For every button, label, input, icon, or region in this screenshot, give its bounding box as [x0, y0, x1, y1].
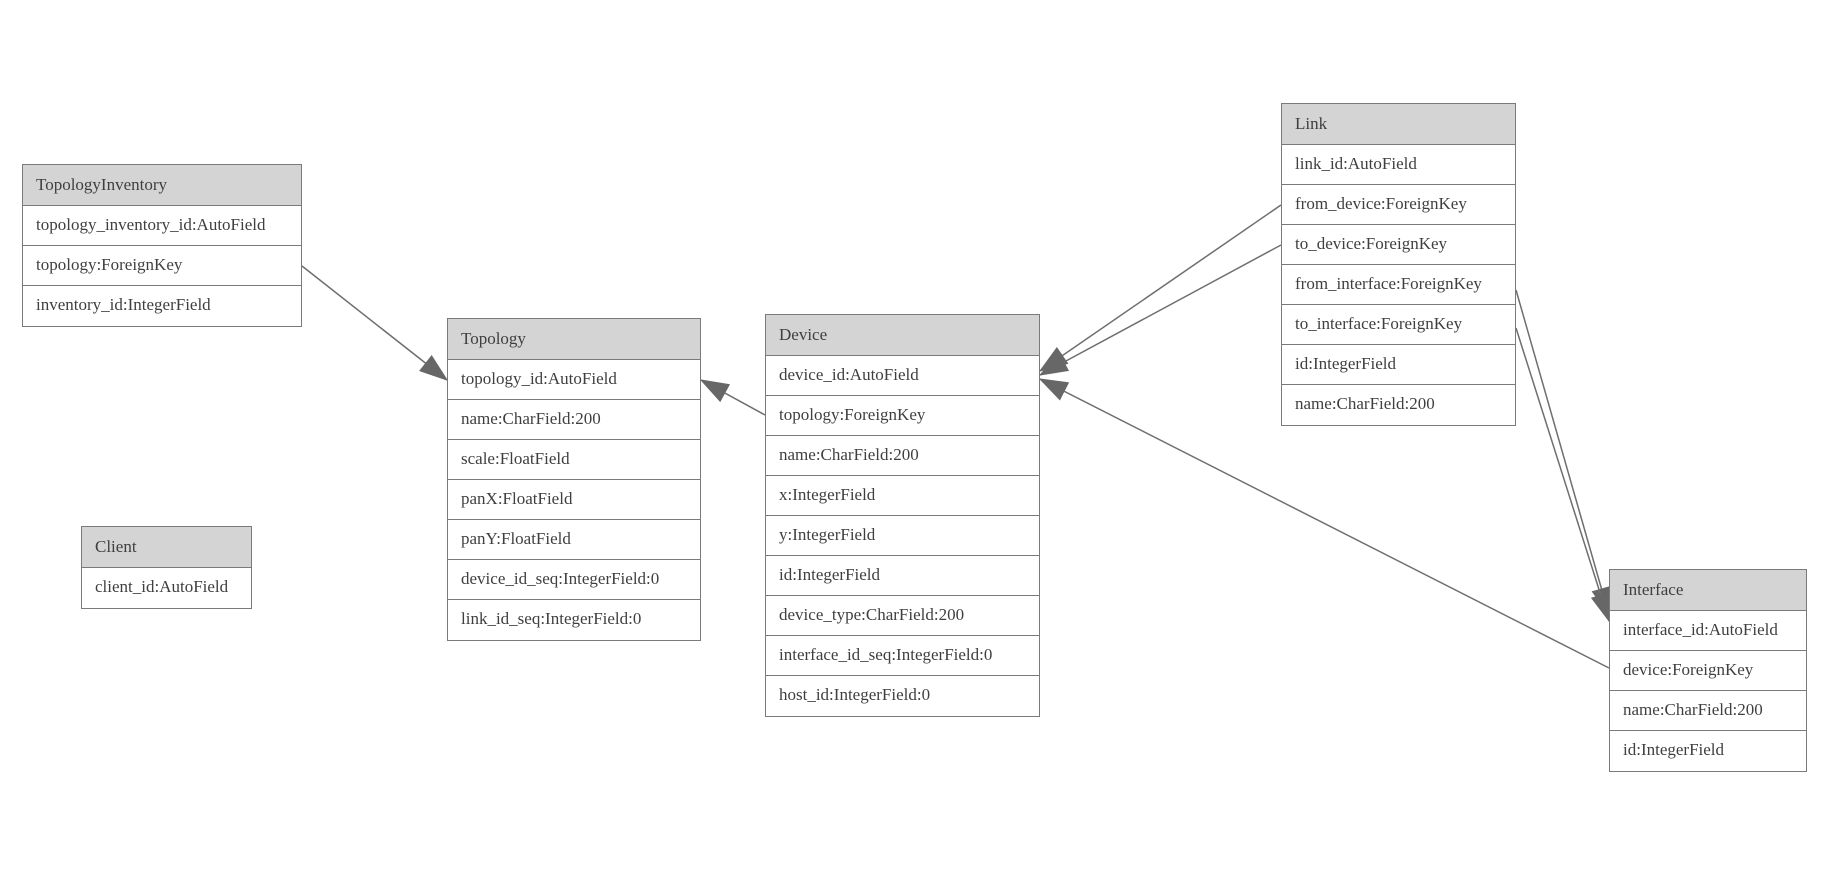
field-row: topology_id:AutoField [448, 360, 700, 400]
arrowhead-topologyinventory-topology-to-topology [419, 354, 449, 381]
field-row: to_device:ForeignKey [1282, 225, 1515, 265]
relation-line-topologyinventory-topology-to-topology [301, 265, 448, 381]
relation-line-interface-device-to-device [1039, 378, 1610, 669]
field-row: to_interface:ForeignKey [1282, 305, 1515, 345]
field-row: id:IntegerField [1610, 731, 1806, 771]
field-row: topology:ForeignKey [766, 396, 1039, 436]
field-row: interface_id_seq:IntegerField:0 [766, 636, 1039, 676]
field-row: name:CharField:200 [1282, 385, 1515, 425]
field-row: host_id:IntegerField:0 [766, 676, 1039, 716]
arrowhead-device-topology-to-topology [699, 379, 731, 403]
entity-title: TopologyInventory [23, 165, 301, 206]
arrowhead-link-to_device-to-device [1038, 352, 1070, 376]
field-row: y:IntegerField [766, 516, 1039, 556]
field-row: inventory_id:IntegerField [23, 286, 301, 326]
field-row: id:IntegerField [766, 556, 1039, 596]
field-row: topology:ForeignKey [23, 246, 301, 286]
field-row: from_interface:ForeignKey [1282, 265, 1515, 305]
entity-title: Link [1282, 104, 1515, 145]
relation-line-link-from_interface-to-interface [1515, 289, 1610, 616]
field-row: name:CharField:200 [1610, 691, 1806, 731]
field-row: link_id:AutoField [1282, 145, 1515, 185]
field-row: device_id_seq:IntegerField:0 [448, 560, 700, 600]
field-row: id:IntegerField [1282, 345, 1515, 385]
field-row: device_id:AutoField [766, 356, 1039, 396]
field-row: panY:FloatField [448, 520, 700, 560]
relation-line-link-to_device-to-device [1039, 244, 1282, 376]
field-row: panX:FloatField [448, 480, 700, 520]
relation-line-link-to_interface-to-interface [1515, 327, 1610, 622]
field-row: link_id_seq:IntegerField:0 [448, 600, 700, 640]
relation-line-link-from_device-to-device [1039, 204, 1282, 372]
arrowhead-interface-device-to-device [1038, 378, 1070, 401]
field-row: interface_id:AutoField [1610, 611, 1806, 651]
field-row: device_type:CharField:200 [766, 596, 1039, 636]
field-row: x:IntegerField [766, 476, 1039, 516]
field-row: name:CharField:200 [448, 400, 700, 440]
field-row: device:ForeignKey [1610, 651, 1806, 691]
arrowhead-link-to_interface-to-interface [1590, 591, 1611, 623]
field-row: name:CharField:200 [766, 436, 1039, 476]
entity-title: Device [766, 315, 1039, 356]
field-row: scale:FloatField [448, 440, 700, 480]
entity-title: Interface [1610, 570, 1806, 611]
entity-title: Topology [448, 319, 700, 360]
field-row: topology_inventory_id:AutoField [23, 206, 301, 246]
field-row: from_device:ForeignKey [1282, 185, 1515, 225]
field-row: client_id:AutoField [82, 568, 251, 608]
entity-title: Client [82, 527, 251, 568]
